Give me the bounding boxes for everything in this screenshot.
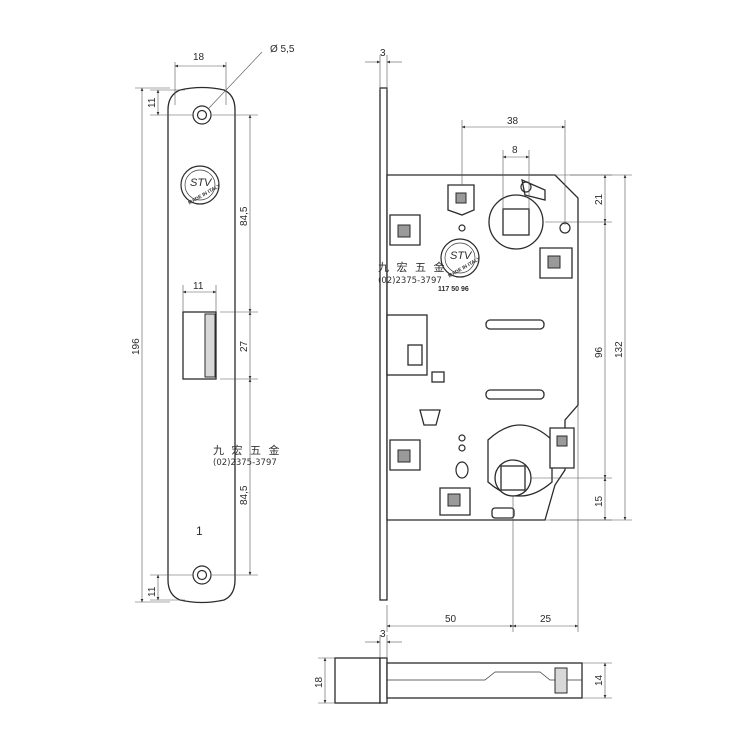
slot-lower: [485, 389, 545, 400]
dim-bottom-offset: 15: [594, 495, 605, 507]
cylinder-square: [500, 465, 526, 491]
watermark-phone-left: (02)2375-3797: [213, 458, 277, 468]
faceplate-view: STV MADE IN ITALY 1 18 Ø 5,5 11 11 196: [131, 44, 295, 604]
dim-top-offset: 21: [594, 193, 605, 205]
latch-bolt: [204, 313, 216, 378]
dim-faceplate-width: 18: [193, 52, 205, 63]
dim-hole-offset-top: 11: [147, 97, 158, 108]
follower-tab: [521, 178, 546, 201]
screw-hole-top-inner: [196, 109, 208, 121]
dim-case-height: 132: [614, 341, 625, 358]
dim-center-distance: 96: [594, 346, 605, 358]
slot-upper: [485, 319, 545, 330]
dim-case-depth: 14: [594, 674, 605, 686]
dim-case-width-top: 38: [507, 116, 519, 127]
dim-lower-span: 84,5: [239, 485, 250, 505]
dim-front-height: 18: [314, 676, 325, 688]
dim-total-height: 196: [131, 338, 142, 355]
dim-bottom-plate-thickness: 3: [380, 629, 386, 640]
dim-upper-span: 84,5: [239, 206, 250, 226]
bottom-view: 3 18 14: [314, 629, 612, 704]
dim-plate-thickness: 3: [380, 48, 386, 59]
dim-hole-offset-bottom: 11: [147, 586, 158, 597]
dim-spindle-size: 8: [512, 145, 518, 156]
dim-latch-width: 11: [193, 281, 204, 292]
product-code: 117 50 96: [438, 286, 469, 293]
bottom-faceplate: [334, 657, 381, 704]
bottom-case: [386, 662, 583, 699]
svg-text:STV: STV: [450, 250, 473, 262]
dim-bottom-width: 25: [540, 614, 552, 625]
logo-text: STV: [190, 177, 213, 189]
faceplate-number: 1: [196, 524, 203, 538]
dim-backset: 50: [445, 614, 457, 625]
watermark-name-right: 九 宏 五 金: [378, 260, 447, 274]
screw-hole-bottom-inner: [196, 569, 208, 581]
watermark-name-left: 九 宏 五 金: [213, 443, 282, 457]
spindle-square: [502, 208, 530, 236]
front-plate: [379, 87, 388, 601]
watermark-phone-right: (02)2375-3797: [378, 276, 442, 286]
watermark-left: 九 宏 五 金 (02)2375-3797: [213, 443, 282, 468]
deadbolt-block: [549, 427, 575, 469]
dim-hole-diameter: Ø 5,5: [270, 44, 295, 55]
watermark-right: 九 宏 五 金 (02)2375-3797: [378, 260, 447, 286]
dim-latch-height: 27: [239, 340, 250, 352]
lock-body-view: STV MADE IN ITALY 117 50 96 3 38: [365, 48, 632, 632]
